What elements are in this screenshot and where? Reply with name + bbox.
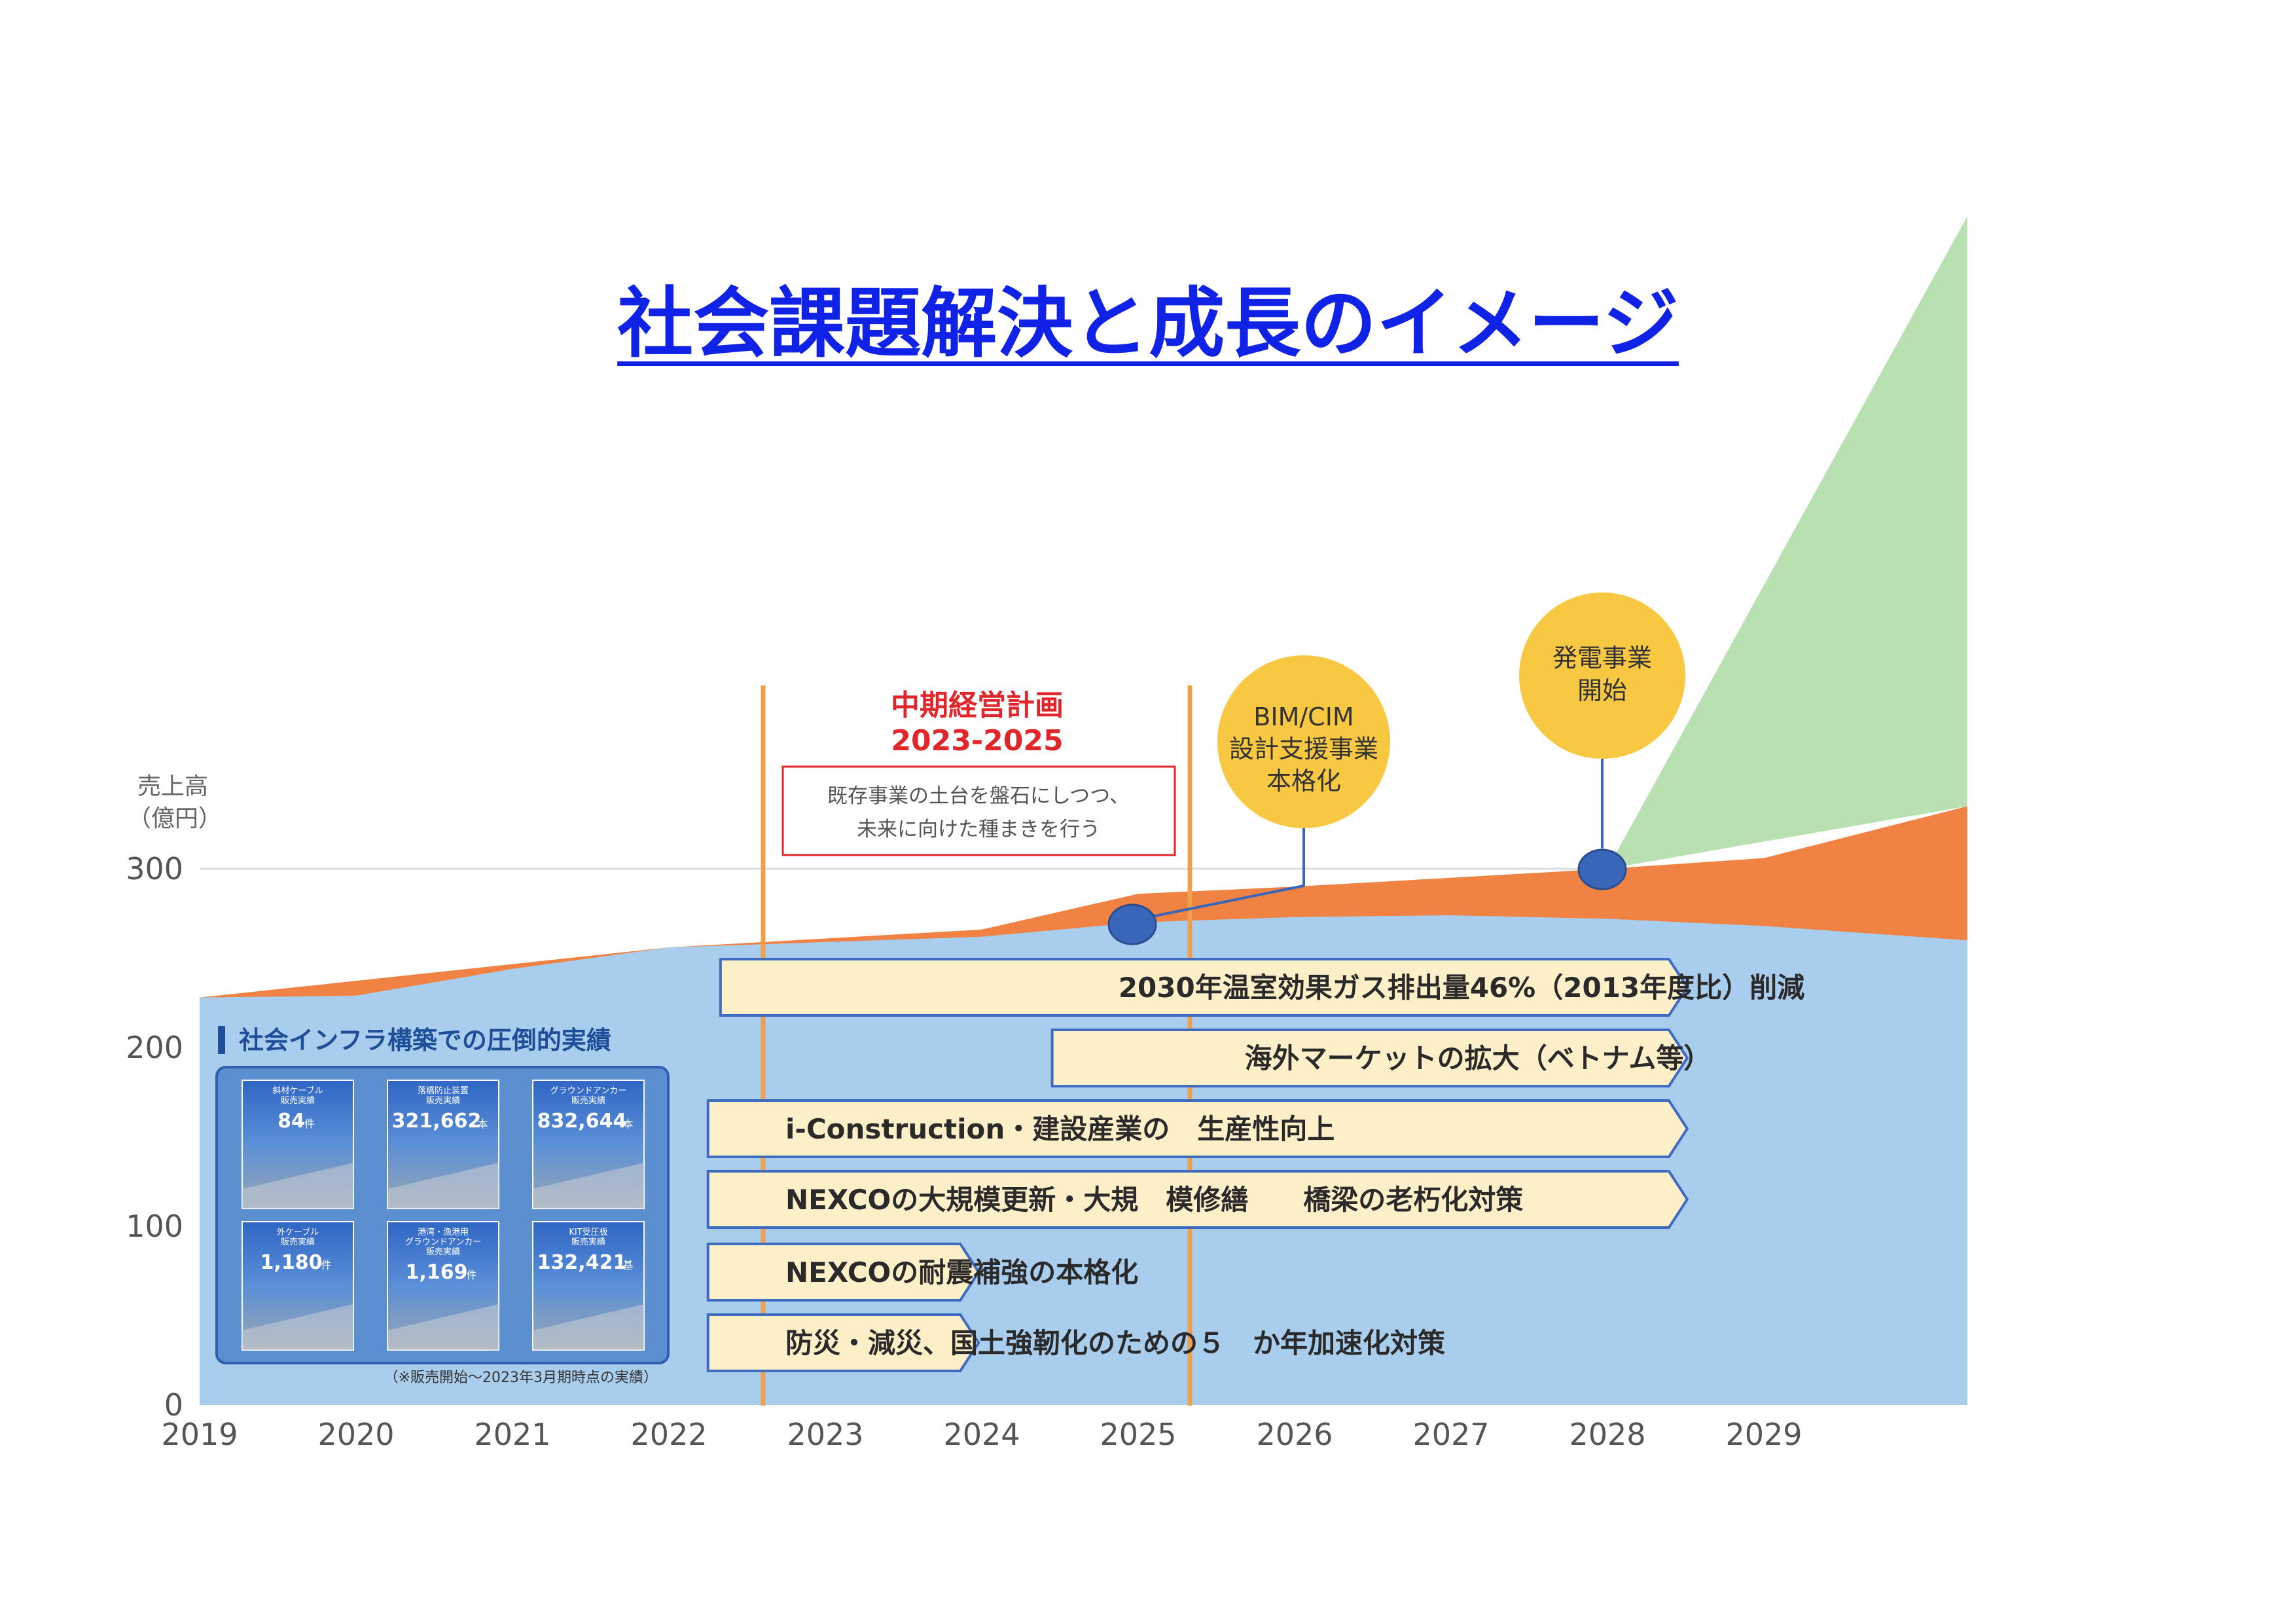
y-tick-label: 0 bbox=[164, 1387, 183, 1423]
stat-tile-caption: 港湾・漁港用 bbox=[418, 1227, 469, 1237]
milestone-bim-cim-connector bbox=[1132, 811, 1305, 922]
milestone-power-marker bbox=[1577, 848, 1627, 890]
stat-tile-caption: KIT受圧板 bbox=[569, 1228, 607, 1237]
initiative-arrow bbox=[706, 1099, 1689, 1158]
mid-term-plan: 中期経営計画 2023-2025 既存事業の土台を盤石にしつつ、 未来に向けた種… bbox=[761, 685, 1193, 1406]
stat-tile-caption: 販売実績 bbox=[426, 1247, 460, 1257]
x-tick-label: 2020 bbox=[317, 1417, 394, 1452]
initiative-arrow-label: NEXCOの耐震補強の本格化 bbox=[785, 1256, 1138, 1288]
stat-tile-unit: 件 bbox=[304, 1118, 315, 1130]
initiative-arrow-label: NEXCOの大規模更新・大規 模修繕 橋梁の老朽化対策 bbox=[785, 1184, 1523, 1216]
y-tick-label: 200 bbox=[126, 1030, 183, 1065]
stat-tile-unit: 本 bbox=[623, 1118, 634, 1130]
infra-panel-marker bbox=[218, 1026, 225, 1054]
milestone-bim-cim-line3: 本格化 bbox=[1266, 767, 1341, 795]
growth-area bbox=[1607, 216, 1967, 869]
x-tick-label: 2025 bbox=[1100, 1417, 1176, 1452]
y-axis-label-line1: 売上高 bbox=[137, 773, 208, 800]
stat-tile-value: 1,169 bbox=[406, 1261, 468, 1284]
stat-tile-unit: 基 bbox=[623, 1259, 634, 1271]
stat-tile-value: 832,644 bbox=[537, 1110, 627, 1133]
x-tick-label: 2026 bbox=[1256, 1417, 1333, 1452]
stat-tile-caption: 販売実績 bbox=[571, 1095, 605, 1106]
x-tick-label: 2028 bbox=[1569, 1417, 1645, 1452]
plan-title: 中期経営計画 bbox=[891, 689, 1064, 722]
stat-tile-caption: 販売実績 bbox=[426, 1095, 460, 1106]
infra-panel-title: 社会インフラ構築での圧倒的実績 bbox=[239, 1026, 611, 1055]
initiative-arrow bbox=[706, 1170, 1689, 1229]
x-tick-label: 2023 bbox=[787, 1417, 863, 1452]
milestone-power-line2: 開始 bbox=[1577, 676, 1627, 705]
stat-tile-structure bbox=[533, 1304, 644, 1350]
stat-tile-unit: 本 bbox=[478, 1118, 488, 1130]
y-tick-label: 300 bbox=[126, 851, 183, 886]
x-tick-label: 2024 bbox=[943, 1417, 1020, 1452]
y-tick-label: 100 bbox=[126, 1209, 183, 1244]
x-axis: 2019 2020 2021 2022 2023 2024 2025 2026 2027 2028… bbox=[161, 1417, 1802, 1452]
milestone-power: 発電事業 開始 bbox=[1519, 593, 1685, 890]
x-tick-label: 2027 bbox=[1412, 1417, 1489, 1452]
milestone-power-line1: 発電事業 bbox=[1552, 644, 1652, 672]
milestone-bim-cim-line1: BIM/CIM bbox=[1253, 702, 1354, 731]
plan-period: 2023-2025 bbox=[891, 724, 1063, 757]
initiative-arrow-label: 海外マーケットの拡大（ベトナム等） bbox=[1245, 1042, 1712, 1074]
milestone-bim-cim-marker bbox=[1107, 903, 1157, 945]
milestone-bim-cim: BIM/CIM 設計支援事業 本格化 bbox=[1107, 655, 1390, 945]
stat-tile-structure bbox=[242, 1163, 353, 1209]
stat-tile-unit: 件 bbox=[321, 1259, 332, 1271]
stat-tile-structure bbox=[242, 1304, 353, 1350]
stat-tile-value: 1,180 bbox=[260, 1251, 323, 1274]
stat-tile-caption: 販売実績 bbox=[571, 1237, 605, 1247]
x-tick-label: 2019 bbox=[161, 1417, 238, 1452]
y-axis: 0 100 200 300 bbox=[126, 851, 183, 1423]
initiative-arrows: 2030年温室効果ガス排出量46%（2013年度比）削減海外マーケットの拡大（ベ… bbox=[706, 958, 1804, 1372]
initiative-arrow bbox=[706, 1243, 980, 1302]
infra-panel-footnote: （※販売開始～2023年3月期時点の実績） bbox=[384, 1370, 658, 1386]
stat-tile-value: 84 bbox=[278, 1110, 305, 1133]
initiative-arrow-label: 2030年温室効果ガス排出量46%（2013年度比）削減 bbox=[1119, 972, 1804, 1004]
stat-tile-unit: 件 bbox=[467, 1269, 477, 1281]
stat-tile-structure bbox=[533, 1163, 644, 1209]
stat-tile-structure bbox=[387, 1163, 499, 1209]
milestone-bim-cim-badge bbox=[1217, 655, 1390, 828]
stat-tile-caption: グラウンドアンカー bbox=[550, 1086, 626, 1096]
initiative-arrow bbox=[1050, 1029, 1689, 1087]
stat-tile-caption: 外ケーブル bbox=[277, 1227, 319, 1237]
initiative-arrow-label: i-Construction・建設産業の 生産性向上 bbox=[785, 1113, 1335, 1145]
x-tick-label: 2029 bbox=[1725, 1417, 1802, 1452]
initiative-arrow bbox=[719, 958, 1689, 1017]
stat-tile-caption: 販売実績 bbox=[281, 1095, 315, 1106]
stat-tile-caption: 斜材ケーブル bbox=[272, 1085, 323, 1096]
stat-tile-caption: 落橋防止装置 bbox=[418, 1085, 469, 1096]
stat-tile-structure bbox=[387, 1304, 499, 1350]
stat-tile-value: 132,421 bbox=[537, 1251, 627, 1274]
y-axis-label-line2: （億円） bbox=[128, 805, 222, 832]
stat-tile-caption: 販売実績 bbox=[281, 1237, 315, 1247]
x-tick-label: 2022 bbox=[630, 1417, 707, 1452]
plan-desc-line1: 既存事業の土台を盤石にしつつ、 bbox=[827, 784, 1130, 808]
milestone-bim-cim-line2: 設計支援事業 bbox=[1229, 735, 1378, 763]
page-title: 社会課題解決と成長のイメージ bbox=[617, 280, 1679, 368]
x-tick-label: 2021 bbox=[474, 1417, 550, 1452]
initiative-arrow-label: 防災・減災、国土強靭化のための５ か年加速化対策 bbox=[785, 1327, 1445, 1359]
milestone-power-badge bbox=[1519, 593, 1685, 759]
initiative-arrow bbox=[706, 1313, 980, 1372]
stat-tile-value: 321,662 bbox=[392, 1110, 482, 1133]
stat-tile-caption: グラウンドアンカー bbox=[405, 1237, 481, 1247]
plan-desc-box bbox=[781, 765, 1176, 856]
plan-desc-line2: 未来に向けた種まきを行う bbox=[857, 818, 1100, 841]
